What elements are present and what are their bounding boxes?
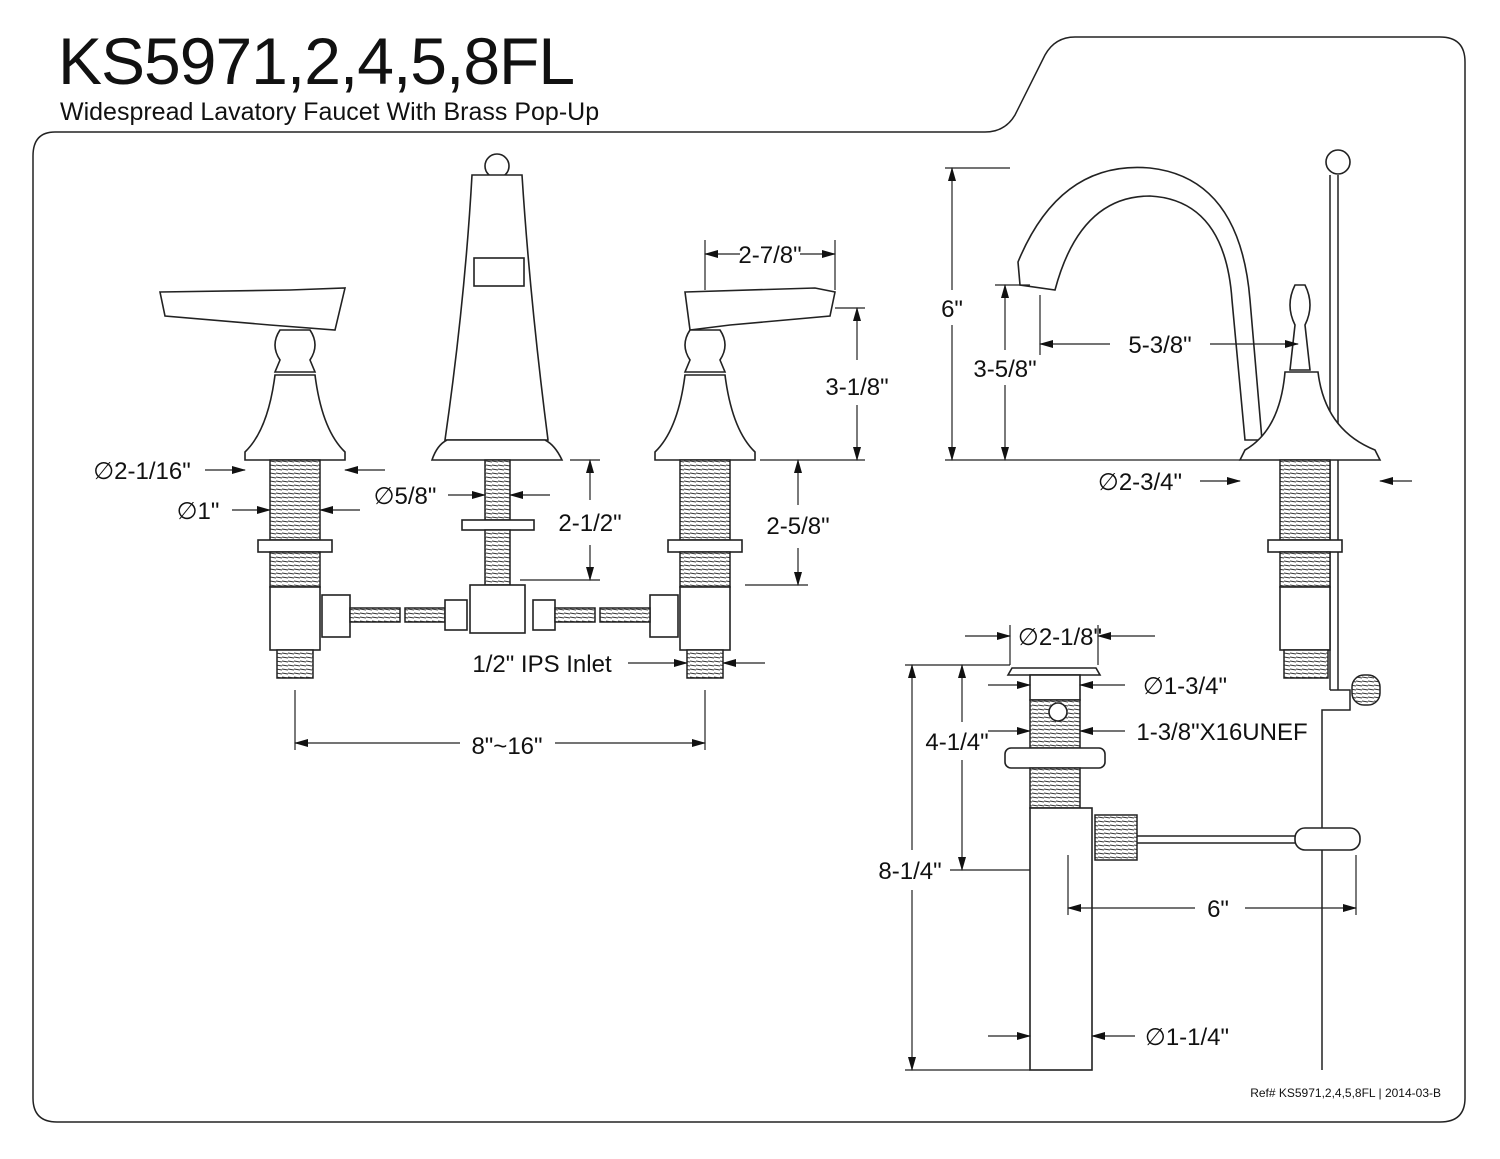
dim-handle-shank-diameter: ∅1" [177,498,220,525]
left-handle [159,287,351,679]
drawing-frame [32,36,1466,1123]
dim-handle-shank-length: 2-5/8" [766,513,829,540]
dim-handle-height: 3-1/8" [825,374,888,401]
front-dimension-lines [205,240,865,750]
side-dimension-lines [945,167,1412,485]
dim-spout-reach: 5-3/8" [1128,332,1191,359]
dim-drain-thread: 1-3/8"X16UNEF [1136,719,1307,746]
dim-handle-base-diameter: ∅2-1/16" [93,458,190,485]
right-handle [649,287,836,679]
dim-spout-shank-length: 2-1/2" [558,510,621,537]
dim-drain-flange-diameter: ∅2-1/8" [1018,624,1102,651]
dim-spout-clearance: 3-5/8" [973,356,1036,383]
dim-spout-shank-diameter: ∅5/8" [374,483,437,510]
dim-rod-length: 6" [1207,896,1229,923]
dim-drain-overall-length: 8-1/4" [878,858,941,885]
dim-center-spread: 8"~16" [471,733,542,760]
reference-number: Ref# KS5971,2,4,5,8FL | 2014-03-B [1250,1086,1441,1100]
dim-overall-height: 6" [941,296,963,323]
model-title: KS5971,2,4,5,8FL [58,24,575,98]
spout [430,153,564,634]
product-subtitle: Widespread Lavatory Faucet With Brass Po… [60,98,600,126]
side-view-faucet [1017,149,1382,1070]
supply-hoses [349,599,651,631]
dim-base-diameter: ∅2-3/4" [1098,469,1182,496]
dim-handle-spread: 2-7/8" [738,242,801,269]
dim-drain-body-diameter: ∅1-3/4" [1143,673,1227,700]
drain-dimension-lines [905,625,1357,1071]
dim-tailpiece-diameter: ∅1-1/4" [1145,1024,1229,1051]
pop-up-drain [1004,667,1361,1071]
dim-inlet: 1/2" IPS Inlet [472,651,612,678]
dim-drain-body-length: 4-1/4" [925,729,988,756]
